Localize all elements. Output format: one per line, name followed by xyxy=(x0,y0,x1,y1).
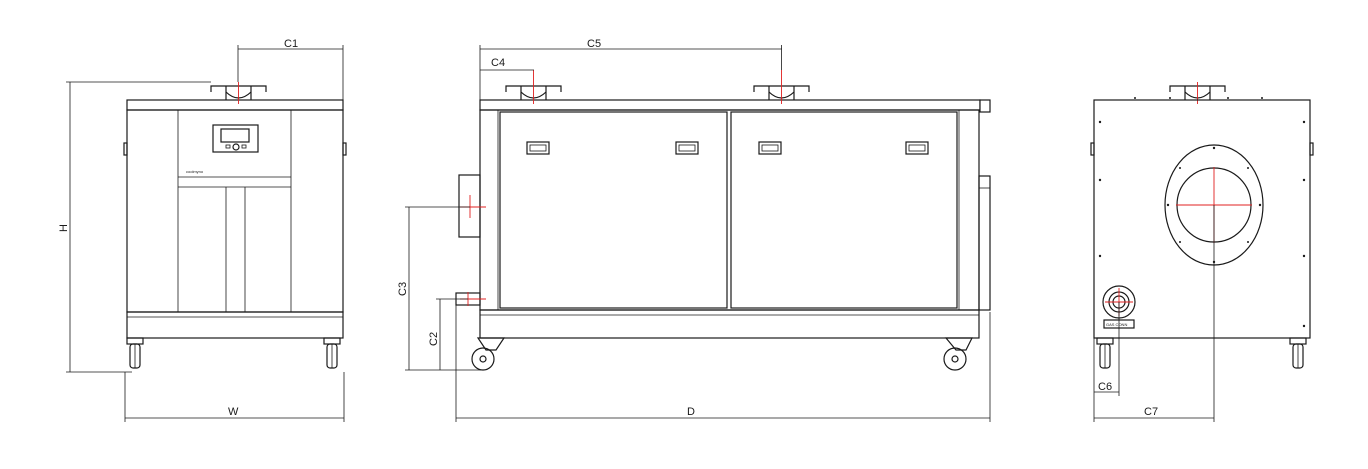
front-brand-text: coolmyno xyxy=(186,169,204,174)
front-base xyxy=(126,311,344,339)
dim-h-label: H xyxy=(58,224,70,232)
dim-c6: C6 xyxy=(1093,302,1120,422)
rear-wheel-left xyxy=(1096,337,1114,369)
front-body xyxy=(126,109,344,313)
front-chimney xyxy=(210,82,267,104)
dim-w: W xyxy=(124,372,345,422)
dim-c1-label: C1 xyxy=(284,38,298,50)
side-chimney-2 xyxy=(753,70,810,104)
side-wheel-left xyxy=(471,337,506,371)
side-duct-outlet xyxy=(458,174,486,238)
front-control-panel xyxy=(212,124,259,153)
side-chimney-1 xyxy=(505,70,562,104)
dim-c6-label: C6 xyxy=(1098,381,1112,393)
front-top-plate xyxy=(126,99,344,111)
side-right-box xyxy=(978,175,991,311)
rear-plate-text: GAS CONN xyxy=(1106,322,1127,327)
dim-c4: C4 xyxy=(479,45,534,100)
side-base xyxy=(479,309,980,339)
dim-c5-label: C5 xyxy=(587,38,601,50)
dim-c2: C2 xyxy=(405,298,483,371)
dim-c1: C1 xyxy=(237,38,344,100)
side-wheel-right xyxy=(943,337,973,371)
dim-d-label: D xyxy=(687,406,695,418)
dim-c7: C7 xyxy=(1094,205,1215,422)
dim-d: D xyxy=(455,305,991,422)
rear-view: GAS CONN C6 C7 xyxy=(1090,82,1314,422)
panel-handles xyxy=(526,141,929,155)
side-view: C4 C5 C3 C2 D xyxy=(397,38,991,422)
dim-c2-label: C2 xyxy=(428,332,440,346)
side-panel-left xyxy=(499,111,728,309)
rear-screws xyxy=(1098,97,1306,328)
dim-w-label: W xyxy=(228,406,239,418)
dim-h: H xyxy=(58,81,211,373)
rear-chimney xyxy=(1169,82,1226,104)
front-wheel-left xyxy=(126,337,144,369)
front-view: coolmyno C1 H xyxy=(58,38,347,422)
side-body xyxy=(479,109,980,311)
rear-wheel-right xyxy=(1289,337,1307,369)
side-panel-right xyxy=(730,111,958,309)
dim-c4-label: C4 xyxy=(491,57,505,69)
front-wheel-right xyxy=(323,337,341,369)
dim-c3-label: C3 xyxy=(397,282,409,296)
dim-c7-label: C7 xyxy=(1144,406,1158,418)
dim-c3: C3 xyxy=(397,206,470,370)
dim-c5: C5 xyxy=(480,38,782,70)
side-top-plate xyxy=(479,99,981,111)
